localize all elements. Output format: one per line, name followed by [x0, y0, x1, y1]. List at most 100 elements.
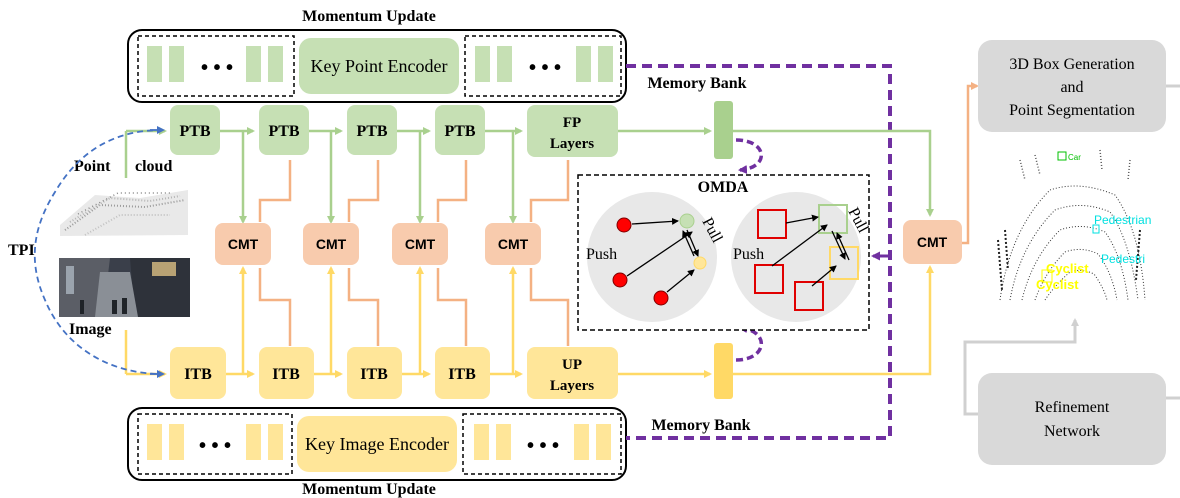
push-label-left: Push	[586, 246, 617, 263]
box-generation-label-line-3: Point Segmentation	[1009, 102, 1135, 119]
momentum-update-path	[626, 64, 892, 440]
point-cloud-label-2: cloud	[135, 158, 172, 175]
refinement-network-block	[978, 373, 1166, 465]
key-image-layer-block	[268, 424, 283, 460]
key-image-layer-block	[574, 424, 589, 460]
detection-pedestrian-label-1: Pedestrian	[1094, 213, 1151, 227]
tpi-label: TPI	[8, 242, 35, 259]
cmt-1-to-ptb-2	[258, 160, 292, 222]
image-memory-bank	[714, 343, 733, 399]
memory-bank-bottom-label: Memory Bank	[651, 417, 750, 434]
key-point-layer-block	[598, 46, 613, 82]
key-point-layer-block	[169, 46, 184, 82]
memory-bank-top-label: Memory Bank	[647, 75, 746, 92]
negative-region	[794, 281, 824, 311]
point-memory-bank	[714, 101, 733, 159]
final-cmt-block	[903, 220, 962, 264]
cmt-block	[485, 223, 541, 265]
anchor-point	[679, 213, 695, 229]
tpi-path	[33, 129, 164, 375]
key-point-layer-block	[268, 46, 283, 82]
itb-label: ITB	[272, 366, 300, 383]
up-layers-block	[527, 347, 618, 399]
key-image-layer-block	[147, 424, 162, 460]
itb-label: ITB	[360, 366, 388, 383]
pull-arrow	[831, 230, 846, 260]
arrow-point-to-final-cmt	[733, 129, 934, 217]
push-arrow	[626, 231, 693, 277]
pull-arrow	[686, 229, 699, 257]
itb-block	[259, 347, 314, 399]
key-image-encoder-frame	[127, 407, 627, 481]
cmt-label: CMT	[228, 236, 259, 252]
up-layers-label-line-2: Layers	[550, 378, 594, 394]
key-image-layer-block	[474, 424, 489, 460]
key-point-encoder-label: Key Point Encoder	[311, 56, 448, 76]
positive-region	[829, 246, 859, 280]
key-image-layer-block	[496, 424, 511, 460]
negative-region	[757, 209, 787, 239]
itb-label: ITB	[184, 366, 212, 383]
key-point-layer-block	[147, 46, 162, 82]
positive-point	[693, 256, 707, 270]
push-arrow	[811, 265, 837, 287]
key-image-layers-left-group	[137, 413, 293, 475]
ptb-label: PTB	[179, 123, 210, 140]
key-image-layer-block	[246, 424, 261, 460]
ptb-block	[347, 105, 397, 155]
key-point-layer-block	[246, 46, 261, 82]
cmt-label: CMT	[498, 236, 529, 252]
push-arrow	[631, 217, 679, 225]
cmt-2-to-itb-3	[347, 268, 380, 346]
key-point-layers-right-group	[464, 35, 622, 97]
ptb-block	[170, 105, 220, 155]
fp-layers-block	[527, 105, 618, 157]
final-cmt-to-box-generation	[962, 82, 979, 245]
itb-block	[347, 347, 402, 399]
cmt-block	[392, 223, 448, 265]
key-image-layer-block	[169, 424, 184, 460]
up-layers-label-line-1: UP	[562, 357, 582, 373]
refinement-label-line-1: Refinement	[1035, 399, 1110, 416]
ptb-label: PTB	[356, 123, 387, 140]
pull-arrow	[682, 230, 695, 257]
cmt-label: CMT	[316, 236, 347, 252]
detection-pedestrian-label-2: Pedestri	[1101, 252, 1145, 266]
pull-arrow	[836, 232, 850, 261]
ptb-label: PTB	[444, 123, 475, 140]
camera-image	[59, 258, 190, 317]
key-point-layers-left-group	[137, 35, 295, 97]
cmt-label: CMT	[405, 236, 436, 252]
key-image-layers-right-group	[462, 413, 622, 475]
ptb-label: PTB	[268, 123, 299, 140]
itb-block	[170, 347, 226, 399]
key-image-encoder-label: Key Image Encoder	[305, 434, 449, 454]
refinement-label-line-2: Network	[1044, 423, 1100, 440]
ptb-block	[259, 105, 309, 155]
ellipsis: • • •	[199, 435, 231, 457]
key-point-layer-block	[497, 46, 512, 82]
memory-to-omda-arrow-bottom	[735, 323, 763, 362]
key-image-layer-block	[596, 424, 611, 460]
cmt-label: CMT	[917, 234, 948, 250]
detection-result-scene	[995, 149, 1150, 301]
momentum-update-bottom-label: Momentum Update	[302, 481, 436, 498]
ellipsis: • • •	[529, 57, 561, 79]
ellipsis: • • •	[201, 57, 233, 79]
detection-cyclist-label-2: Cyclist	[1036, 277, 1079, 292]
fp-layers-label-line-2: Layers	[550, 136, 594, 152]
cmt-3-to-ptb-4	[436, 160, 468, 222]
cmt-block	[303, 223, 359, 265]
cmt-4-to-fp	[529, 160, 570, 222]
negative-region	[754, 264, 784, 294]
key-point-layer-block	[475, 46, 490, 82]
point-cloud-label-1: Point	[74, 158, 111, 175]
cmt-3-to-itb-4	[436, 268, 468, 346]
itb-block	[435, 347, 490, 399]
detection-car-label: Car	[1068, 153, 1081, 162]
push-arrow	[785, 214, 819, 224]
refinement-to-result-arrow	[963, 318, 1079, 416]
point-cloud-image	[58, 180, 190, 238]
cmt-1-to-itb-2	[258, 268, 292, 346]
